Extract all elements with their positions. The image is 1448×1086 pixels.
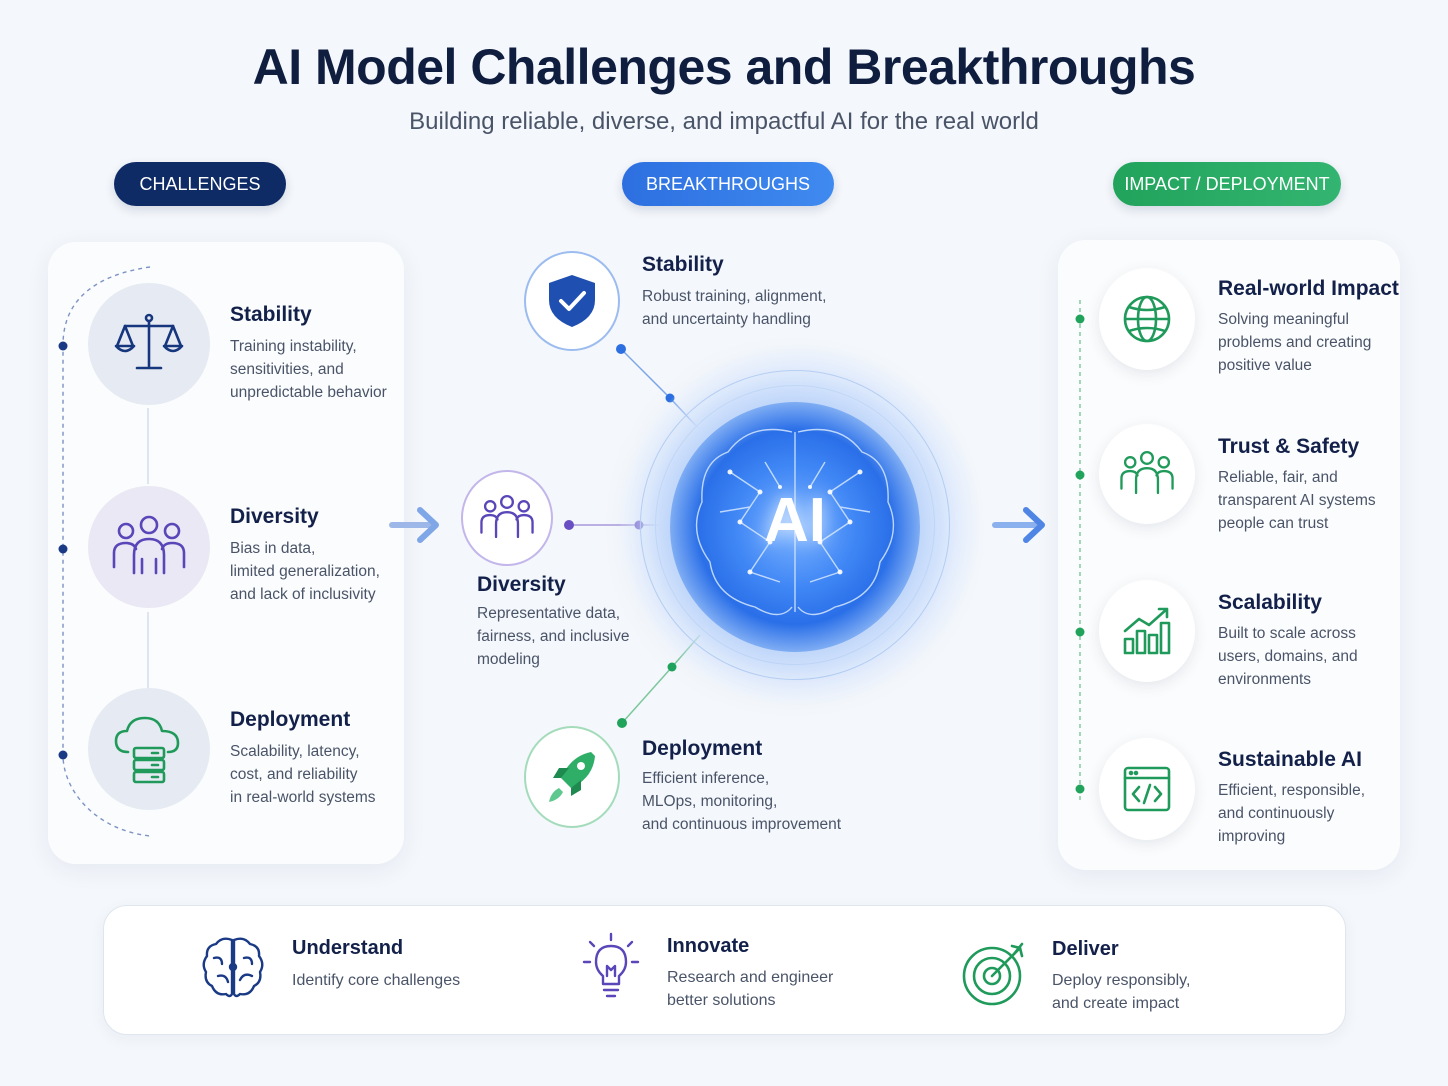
breakthrough-stability-icon-circle [524,251,620,351]
challenge-deployment-title: Deployment [230,708,351,731]
breakthrough-deployment-icon-circle [524,726,620,828]
challenge-deployment-icon-circle [88,688,210,810]
impact-realworld-title: Real-world Impact [1218,277,1399,300]
step-understand-desc: Identify core challenges [292,972,461,989]
challenge-stability-icon-circle [88,283,210,405]
breakthrough-diversity-title: Diversity [477,573,566,596]
breakthrough-stability-desc: Robust training, alignment,and uncertain… [642,288,827,328]
ai-label: AI [764,486,826,555]
people-group-icon [480,494,534,539]
breakthrough-diversity-icon-circle [461,470,553,566]
step-deliver-title: Deliver [1052,938,1119,960]
impact-realworld-icon-circle [1099,268,1195,370]
breakthrough-stability-title: Stability [642,253,724,276]
challenge-deployment-desc: Scalability, latency,cost, and reliabili… [230,743,376,806]
impact-sustainable-icon-circle [1099,738,1195,840]
page-subtitle: Building reliable, diverse, and impactfu… [409,108,1039,135]
challenge-diversity-title: Diversity [230,505,319,528]
process-bar [103,905,1346,1035]
step-understand-title: Understand [292,937,404,959]
globe-icon [1123,295,1171,343]
ai-ring-outer [640,370,950,680]
impact-trust-icon-circle [1099,424,1195,524]
challenges-header: CHALLENGES [114,162,286,206]
shield-check-icon [549,275,595,327]
brain-icon [695,428,895,616]
step-innovate-title: Innovate [667,935,750,957]
breakthrough-deployment-title: Deployment [642,737,763,760]
breakthroughs-header: BREAKTHROUGHS [622,162,834,206]
cloud-server-icon [114,716,180,784]
code-window-icon [1123,766,1171,812]
impact-trust-title: Trust & Safety [1218,435,1360,458]
impact-sustainable-title: Sustainable AI [1218,748,1362,771]
challenge-diversity-icon-circle [88,486,210,608]
step-deliver-desc: Deploy responsibly,and create impact [1052,972,1191,1012]
brain-icon [202,937,264,998]
page-title: AI Model Challenges and Breakthroughs [252,39,1196,95]
ai-ring-inner [655,385,935,665]
impact-scalability-icon-circle [1099,580,1195,682]
impact-scalability-title: Scalability [1218,591,1322,614]
lightbulb-icon [582,932,640,998]
breakthrough-diversity-desc: Representative data,fairness, and inclus… [477,605,630,668]
target-icon [962,942,1024,1006]
challenge-diversity-desc: Bias in data,limited generalization,and … [230,540,380,603]
impact-header: IMPACT / DEPLOYMENT [1113,162,1341,206]
people-group-icon [1120,450,1174,495]
people-group-icon [112,515,186,575]
rocket-icon [549,752,595,802]
challenge-stability-title: Stability [230,303,312,326]
balance-scale-icon [114,313,184,370]
arrow-right-icon [389,507,439,543]
growth-chart-icon [1123,607,1171,655]
breakthrough-deployment-desc: Efficient inference,MLOps, monitoring,an… [642,770,842,833]
